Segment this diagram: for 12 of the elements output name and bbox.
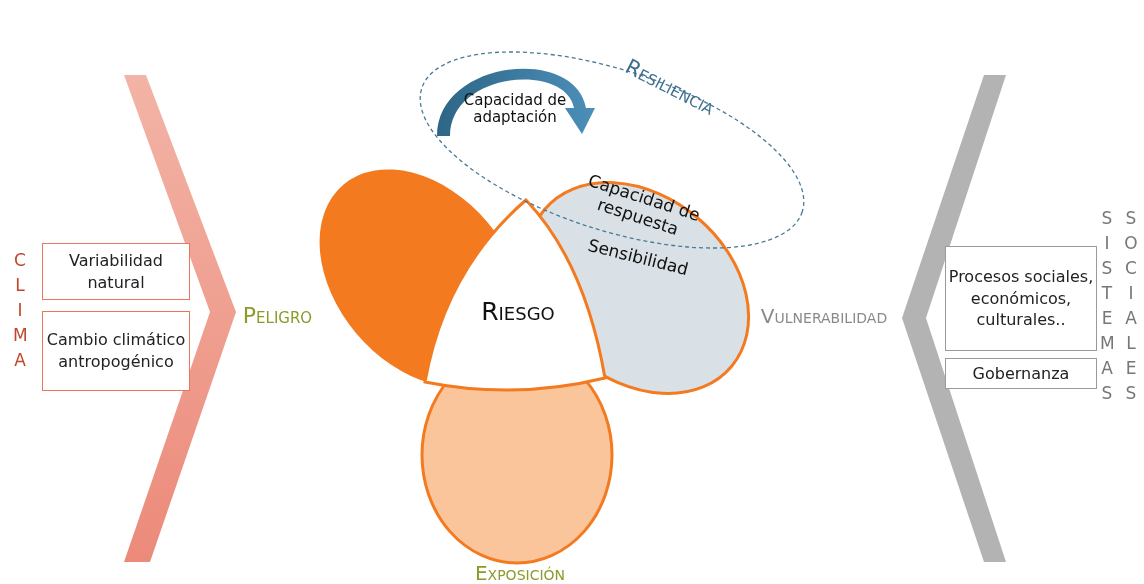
text-box: Gobernanza: [945, 358, 1097, 389]
heading-label: Exposición: [473, 562, 567, 584]
text-box: Variabilidad natural: [42, 243, 190, 300]
heading-label: Riesgo: [480, 298, 556, 327]
region-label: Capacidad de adaptación: [462, 92, 568, 127]
vertical-label: SOCIALES: [1124, 207, 1138, 405]
heading-label: Vulnerabilidad: [759, 305, 889, 328]
text-box: Procesos sociales, económicos, culturales..: [945, 246, 1097, 351]
vertical-label: SISTEMAS: [1100, 207, 1114, 405]
heading-label: Peligro: [241, 303, 314, 329]
vertical-label: CLIMA: [13, 249, 27, 372]
text-box: Cambio climático antropogénico: [42, 311, 190, 391]
